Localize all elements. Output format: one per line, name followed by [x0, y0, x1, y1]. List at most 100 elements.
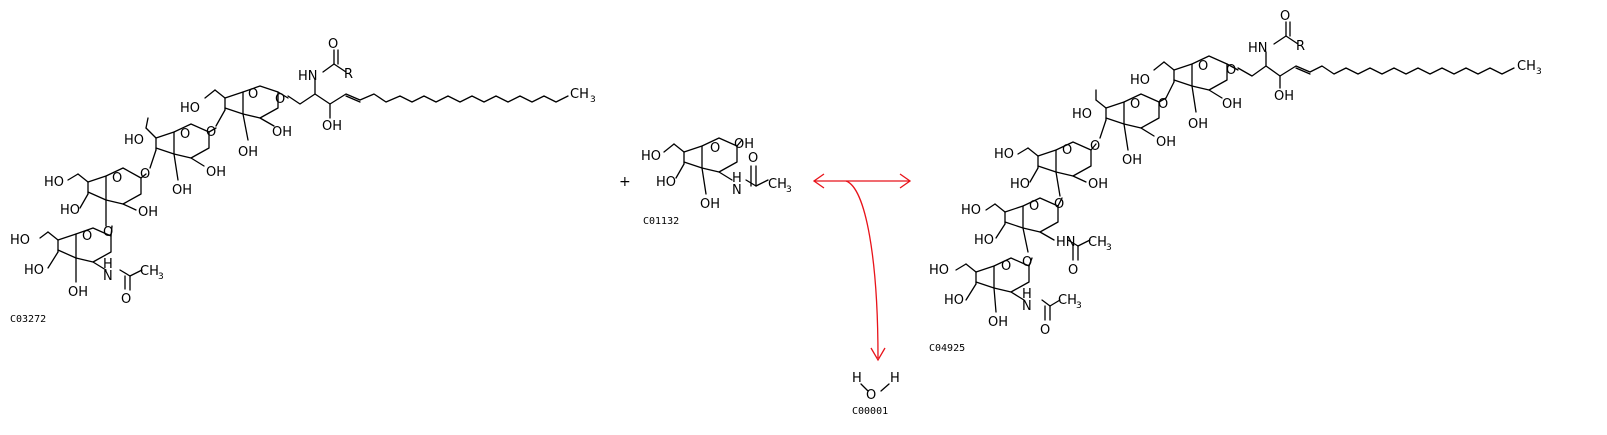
- sugar-ring-galactose: [1095, 89, 1167, 151]
- label-ho: HO: [60, 203, 80, 218]
- sugar-ring-galactose: [145, 117, 217, 181]
- side-product-arrow-head: [870, 347, 886, 362]
- label-o-carbonyl: O: [1068, 263, 1078, 278]
- sugar-ring-glcnac: [985, 197, 1091, 261]
- label-oh: OH: [1222, 97, 1242, 112]
- label-o: O: [866, 388, 876, 403]
- sugar-ring-glucose: [204, 85, 289, 141]
- label-hn: HN: [1248, 41, 1268, 56]
- label-oh: OH: [700, 197, 720, 212]
- ceramide-chain: [287, 49, 569, 119]
- label-o-link: O: [103, 225, 113, 240]
- label-ho: HO: [656, 175, 676, 190]
- sugar-ring-galactose: [67, 167, 147, 227]
- label-o-ring: O: [1001, 259, 1011, 274]
- label-o-link: O: [1022, 255, 1032, 270]
- label-o-ring: O: [710, 141, 720, 156]
- compound-id-c04925[interactable]: C04925: [929, 343, 965, 354]
- label-n: N: [1022, 299, 1032, 314]
- sugar-ring-glcnac: [955, 257, 1061, 321]
- label-o-ring: O: [1029, 199, 1039, 214]
- label-subscript: 3: [158, 272, 164, 282]
- label-oh: OH: [322, 119, 342, 134]
- label-ch3: CH: [768, 177, 787, 192]
- label-subscript: 3: [590, 95, 596, 105]
- plus-operator: +: [619, 174, 631, 190]
- label-n: N: [103, 269, 113, 284]
- label-oh: OH: [1122, 153, 1142, 168]
- label-oh: OH: [238, 145, 258, 160]
- sugar-ring-glcnac: [663, 137, 769, 195]
- label-o-carbonyl: O: [1280, 9, 1290, 24]
- label-subscript: 3: [1076, 301, 1082, 311]
- ceramide-chain: [1237, 21, 1515, 89]
- compound-id-c01132[interactable]: C01132: [643, 216, 679, 227]
- label-h: H: [732, 171, 742, 186]
- label-ho: HO: [24, 263, 44, 278]
- label-oh: OH: [1088, 177, 1108, 192]
- label-ho: HO: [929, 263, 949, 278]
- byproduct-water-structure[interactable]: H O H: [852, 371, 900, 403]
- label-ho: HO: [180, 101, 200, 116]
- label-o-link: O: [206, 125, 216, 140]
- label-ho: HO: [961, 203, 981, 218]
- reaction-arrow: [812, 173, 912, 362]
- label-o-ring: O: [1062, 143, 1072, 158]
- compound-id-c03272[interactable]: C03272: [10, 314, 46, 325]
- label-ho: HO: [124, 133, 144, 148]
- substrate-2-structure[interactable]: HO HO OH OH O N H O CH 3: [641, 137, 792, 212]
- label-ho: HO: [10, 233, 30, 248]
- label-o-ring: O: [180, 127, 190, 142]
- label-o-carbonyl: O: [328, 37, 338, 52]
- product-structure[interactable]: HO HO OH O N H O CH 3 HO HO O O HN O: [929, 9, 1542, 338]
- label-hn: HN: [1056, 235, 1076, 250]
- label-oh: OH: [734, 137, 754, 152]
- label-h: H: [890, 371, 900, 386]
- label-subscript: 3: [1536, 67, 1542, 77]
- compound-id-c00001[interactable]: C00001: [852, 406, 888, 417]
- label-o-ring: O: [1198, 59, 1208, 74]
- label-oh: OH: [1274, 89, 1294, 104]
- label-o-ring: O: [112, 171, 122, 186]
- label-o-ring: O: [248, 87, 258, 102]
- label-ch3: CH: [1088, 235, 1107, 250]
- label-ch3: CH: [1058, 293, 1077, 308]
- label-ho: HO: [44, 175, 64, 190]
- sugar-ring-glcnac: [39, 225, 143, 291]
- label-o-ring: O: [1130, 97, 1140, 112]
- label-o-link: O: [140, 167, 150, 182]
- label-ho: HO: [944, 293, 964, 308]
- label-hn: HN: [298, 69, 318, 84]
- sugar-ring-glucose: [1153, 55, 1239, 113]
- label-o-link: O: [1090, 139, 1100, 154]
- label-h: H: [103, 257, 113, 272]
- label-ho: HO: [994, 147, 1014, 162]
- label-ho: HO: [1130, 73, 1150, 88]
- label-r-group: R: [344, 67, 353, 82]
- label-o-carbonyl: O: [1040, 323, 1050, 338]
- side-product-arrow: [845, 180, 879, 359]
- label-oh: OH: [1156, 135, 1176, 150]
- label-oh: OH: [206, 165, 226, 180]
- label-o-carbonyl: O: [121, 292, 131, 307]
- label-oh: OH: [138, 205, 158, 220]
- arrow-head-left: [812, 173, 825, 189]
- label-ho: HO: [641, 149, 661, 164]
- label-o-glycosidic: O: [1226, 63, 1236, 78]
- arrow-head-right: [899, 173, 912, 189]
- label-r-group: R: [1296, 39, 1305, 54]
- label-ho: HO: [1010, 177, 1030, 192]
- label-ch3: CH: [570, 87, 589, 102]
- substrate-1-structure[interactable]: HO HO OH O N H O CH 3 HO HO O OH O: [10, 37, 596, 307]
- label-o-link: O: [1054, 197, 1064, 212]
- label-oh: OH: [1188, 117, 1208, 132]
- label-ho: HO: [1072, 107, 1092, 122]
- label-h: H: [852, 371, 862, 386]
- label-o-carbonyl: O: [748, 151, 758, 166]
- label-o-glycosidic: O: [275, 92, 285, 107]
- label-n: N: [732, 183, 742, 198]
- label-subscript: 3: [786, 185, 792, 195]
- label-oh: OH: [272, 125, 292, 140]
- label-oh: OH: [68, 285, 88, 300]
